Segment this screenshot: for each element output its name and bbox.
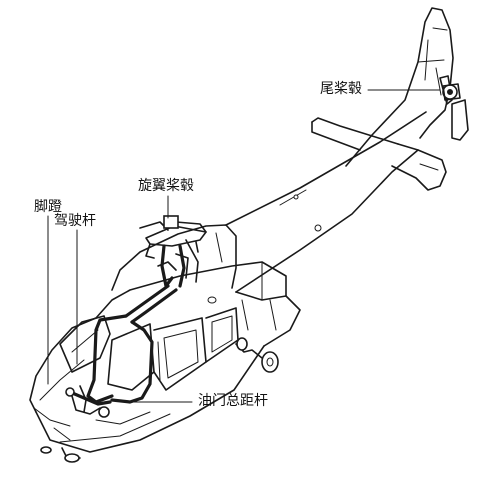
control-linkage bbox=[65, 284, 178, 418]
label-collective-lever: 油门总距杆 bbox=[198, 393, 268, 409]
label-tail-rotor-hub: 尾桨毂 bbox=[320, 81, 362, 97]
fuselage bbox=[29, 261, 301, 453]
label-cyclic-stick: 驾驶杆 bbox=[54, 213, 96, 229]
vertical-tail-fin bbox=[345, 7, 454, 167]
label-pedals: 脚蹬 bbox=[34, 199, 62, 215]
tail-boom bbox=[225, 111, 427, 293]
tail-rotor bbox=[439, 75, 469, 141]
horizontal-stabilizer bbox=[311, 117, 447, 191]
landing-gear bbox=[40, 337, 279, 463]
leader-lines bbox=[47, 89, 441, 403]
engine-cowling bbox=[111, 224, 237, 304]
main-rotor-hub bbox=[139, 215, 207, 288]
label-main-rotor-hub: 旋翼桨毂 bbox=[138, 178, 194, 194]
